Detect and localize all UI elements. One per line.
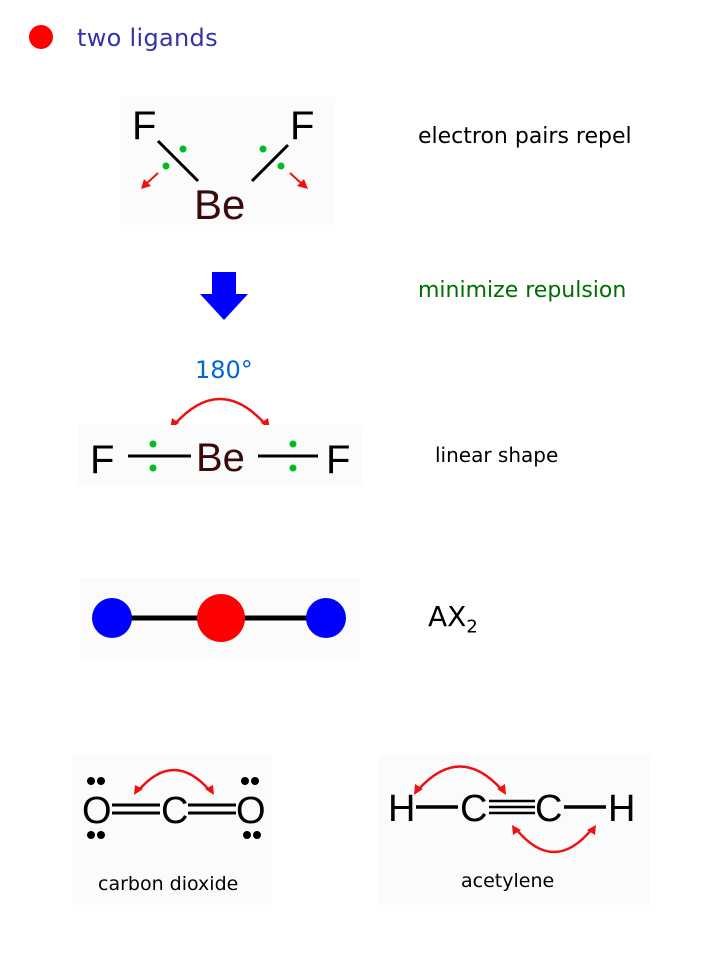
co2-diagram: O C O carbon dioxide [72, 755, 272, 905]
electron-dot [289, 464, 297, 472]
down-arrow-icon [200, 272, 248, 320]
bullet-point [29, 25, 53, 49]
bent-bef2-diagram: F F Be [120, 97, 335, 228]
lone-pairs [87, 777, 261, 839]
electron-dot [289, 440, 297, 448]
acetylene-svg: H C C H [388, 765, 635, 854]
electron-dot [149, 440, 157, 448]
caption-carbon-dioxide: carbon dioxide [98, 873, 239, 895]
ligand-ball-left [92, 598, 132, 638]
repulsion-arrow-left [141, 172, 159, 189]
atom-c: C [161, 790, 188, 832]
formula-subscript: 2 [466, 616, 478, 638]
bent-bef2-svg: F F Be [132, 104, 314, 228]
atom-be: Be [194, 181, 245, 225]
acetylene-diagram: H C C H acetylene [378, 755, 650, 905]
atom-h-right: H [608, 788, 635, 830]
atom-o-left: O [82, 790, 112, 832]
double-bond-right [188, 803, 236, 815]
atom-c-left: C [460, 788, 487, 830]
electron-dot [162, 162, 170, 170]
ligand-ball-right [306, 598, 346, 638]
bond-right [250, 143, 290, 183]
ball-stick-model [80, 578, 360, 660]
central-ball [197, 594, 245, 642]
repulsion-arrow-right [289, 172, 308, 189]
atom-f-right: F [326, 438, 350, 482]
atom-f-right: F [290, 104, 314, 148]
atom-be: Be [196, 436, 245, 480]
caption-acetylene: acetylene [461, 870, 555, 892]
atom-h-left: H [388, 788, 415, 830]
formula-ax2: AX2 [428, 600, 478, 638]
electron-dot [277, 162, 285, 170]
repulsion-arc [137, 768, 211, 792]
linear-bef2-svg: F Be F [90, 436, 350, 482]
linear-bef2-diagram: F Be F [78, 425, 363, 485]
repulsion-arc-top [417, 765, 503, 791]
atom-f-left: F [90, 438, 114, 482]
caption-linear-shape: linear shape [435, 443, 559, 467]
ball-stick-svg [92, 594, 346, 642]
atom-f-left: F [132, 104, 156, 148]
atom-o-right: O [236, 790, 266, 832]
angle-arc [170, 397, 270, 429]
caption-electron-pairs-repel: electron pairs repel [418, 124, 632, 149]
caption-minimize-repulsion: minimize repulsion [418, 278, 627, 303]
co2-svg: O C O [82, 768, 266, 839]
double-bond-left [112, 803, 160, 815]
section-title: two ligands [77, 24, 218, 52]
angle-label: 180° [195, 356, 253, 384]
electron-dot [149, 464, 157, 472]
atom-c-right: C [535, 788, 562, 830]
repulsion-arc-bottom [515, 828, 593, 854]
bond-left [156, 139, 200, 183]
triple-bond [489, 799, 535, 815]
electron-dot [259, 145, 267, 153]
formula-main: AX [428, 600, 467, 633]
electron-dot [179, 145, 187, 153]
